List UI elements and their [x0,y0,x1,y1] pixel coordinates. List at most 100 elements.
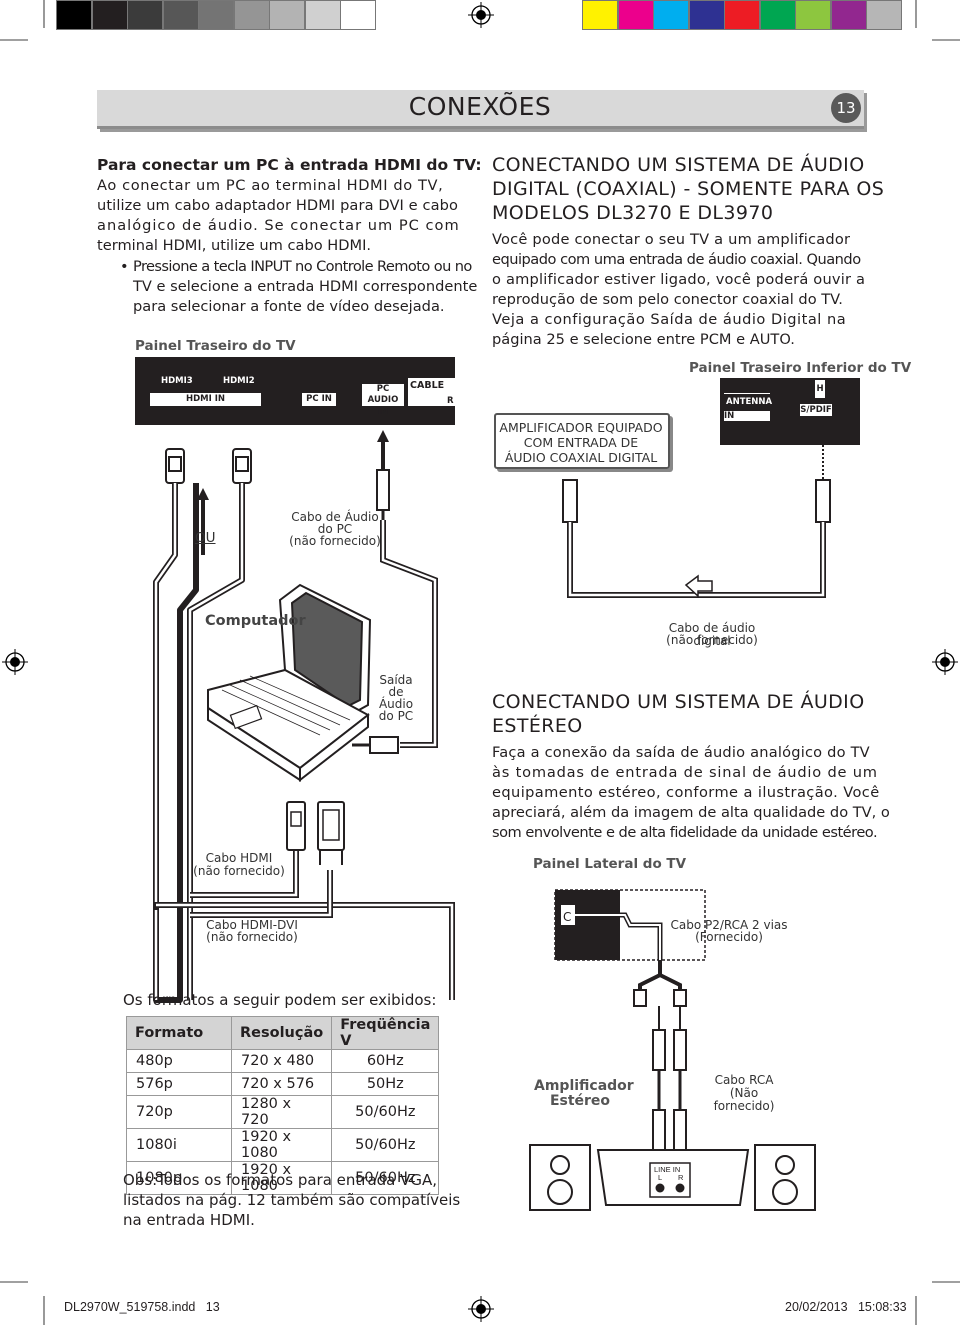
bullet-line-2: TV e selecione a entrada HDMI correspond… [133,278,478,295]
formats-header-row: Formato Resolução Freqüência V [126,1016,440,1050]
stereo-body-line-2: às tomadas de entrada de sinal de áudio … [492,764,878,781]
formats-cell: 50/60Hz [331,1128,440,1162]
r-label: R [447,396,454,406]
rca-cable-line-2: (Não fornecido) [713,1086,775,1113]
spdif-label: S/PDIF [800,404,832,416]
color-swatch [866,0,902,30]
digital-body-line-2: equipado com uma entrada de áudio coaxia… [492,251,861,268]
stereo-amp-line-2: Estéreo [549,1093,611,1109]
p2-cable-line-1: Cabo P2/RCA 2 vias [670,918,788,932]
audio-in-label: AUDIO IN [362,394,404,417]
hdmi-dvi-cable-line-1: Cabo HDMI-DVI [206,918,298,932]
registration-mark-top [468,2,494,28]
gray-swatch [127,0,163,30]
digital-cable-line-1: Cabo de áudio digital [668,621,756,648]
formats-cell: 480p [126,1049,232,1073]
stereo-heading-line-1: CONECTANDO UM SISTEMA DE ÁUDIO [492,691,865,713]
audio-cable-line-2: do PC [317,522,353,536]
pc-in-label: PC IN [302,393,336,406]
formats-cell: 50/60Hz [331,1095,440,1129]
bullet-line-3: para selecionar a fonte de vídeo desejad… [133,298,445,315]
amp-box-line-3: ÁUDIO COAXIAL DIGITAL [504,450,658,465]
pc-label: PC [362,384,404,394]
computer-label: Computador [205,613,306,629]
pc-hdmi-line-1: Ao conectar um PC ao terminal HDMI do TV… [97,177,444,194]
formats-header-cell: Formato [126,1016,232,1050]
formats-cell: 720 x 480 [230,1049,333,1073]
h-label: H [815,380,825,398]
formats-cell: 50Hz [331,1072,440,1096]
pc-hdmi-line-4: terminal HDMI, utilize um cabo HDMI. [97,237,372,254]
gray-swatch [91,0,128,30]
digital-body-line-5: Veja a configuração Saída de áudio Digit… [492,311,847,328]
formats-cell: 576p [126,1072,232,1096]
line-in-l-label: L [658,1173,663,1182]
formats-cell: 720p [126,1095,232,1129]
bullet-dot: • [120,258,129,275]
formats-cell: 1920 x 1080 [230,1128,333,1162]
digital-panel-title: Painel Traseiro Inferior do TV [689,360,912,376]
formats-cell: 1920 x 1080 [230,1161,333,1195]
pc-hdmi-heading: Para conectar um PC à entrada HDMI do TV… [97,156,482,174]
color-swatch [653,0,689,30]
stereo-panel-title: Painel Lateral do TV [533,856,687,872]
digital-body-line-1: Você pode conectar o seu TV a um amplifi… [492,231,851,248]
formats-note-line-1: Obs:Todos os formatos para entrada VGA, [123,1171,438,1189]
formats-cell: 1280 x 720 [230,1095,333,1129]
color-swatch [830,0,867,30]
pc-hdmi-line-2: utilize um cabo adaptador HDMI para DVI … [97,197,459,214]
digital-body-line-3: o amplificador estiver ligado, você pode… [492,271,866,288]
gray-swatch [56,0,92,30]
audio-out-line-1: Saída [379,673,413,687]
gray-swatch [269,0,305,30]
hdmi2-port-label: HDMI2 [223,376,255,386]
formats-note-line-2: listados na pág. 12 também são compatíve… [123,1191,461,1209]
digital-body-line-4: reprodução de som pelo conector coaxial … [492,291,843,308]
formats-header-cell: Resolução [230,1016,333,1050]
amplifier-coaxial-box [494,413,670,469]
audio-out-line-3: Áudio [378,697,414,711]
color-swatch [795,0,831,30]
amp-box-line-1: AMPLIFICADOR EQUIPADO [499,420,663,435]
cable-label: CABLE [408,378,455,406]
stereo-body-line-3: equipamento estéreo, conforme a ilustraç… [492,784,880,801]
formats-intro: Os formatos a seguir podem ser exibidos: [123,991,437,1009]
stereo-amp-line-1: Amplificador [534,1078,634,1094]
footer-date: 20/02/2013 15:08:33 [785,1300,907,1314]
line-in-r-label: R [678,1173,684,1182]
formats-cell: 1080p [126,1161,232,1195]
hdmi-in-label: HDMI IN [150,393,261,406]
digital-heading-line-3: MODELOS DL3270 E DL3970 [492,202,774,224]
formats-cell: 1080i [126,1128,232,1162]
amp-box-line-2: COM ENTRADA DE [523,435,639,450]
formats-cell: 60Hz [331,1049,440,1073]
gray-swatch [340,0,376,30]
formats-cell: 720 x 576 [230,1072,333,1096]
digital-cable-line-2: (não fornecido) [666,633,758,647]
registration-mark-left [2,649,28,675]
digital-heading-line-1: CONECTANDO UM SISTEMA DE ÁUDIO [492,154,865,176]
page-number-badge: 13 [831,93,861,123]
formats-cell: 50/60Hz [331,1161,440,1195]
hdmi-dvi-cable-line-2: (não fornecido) [206,930,298,944]
audio-cable-line-1: Cabo de Áudio [291,510,379,524]
pc-hdmi-line-3: analógico de áudio. Se conectar um PC co… [97,217,460,234]
ou-label: OU [195,530,216,546]
color-swatch [582,0,618,30]
footer-file: DL2970W_519758.indd 13 [64,1300,220,1314]
hdmi-cable-line-1: Cabo HDMI [205,851,273,865]
digital-heading-line-2: DIGITAL (COAXIAL) - SOMENTE PARA OS [492,178,885,200]
stereo-heading-line-2: ESTÉREO [492,715,583,737]
gray-swatch [198,0,234,30]
line-in-label: LINE IN [654,1165,681,1174]
digital-body-line-6: página 25 e selecione entre PCM e AUTO. [492,331,795,348]
bullet-line-1: Pressione a tecla INPUT no Controle Remo… [133,258,472,275]
page-title: CONEXÕES [408,92,552,121]
audio-cable-line-3: (não fornecido) [289,534,381,548]
